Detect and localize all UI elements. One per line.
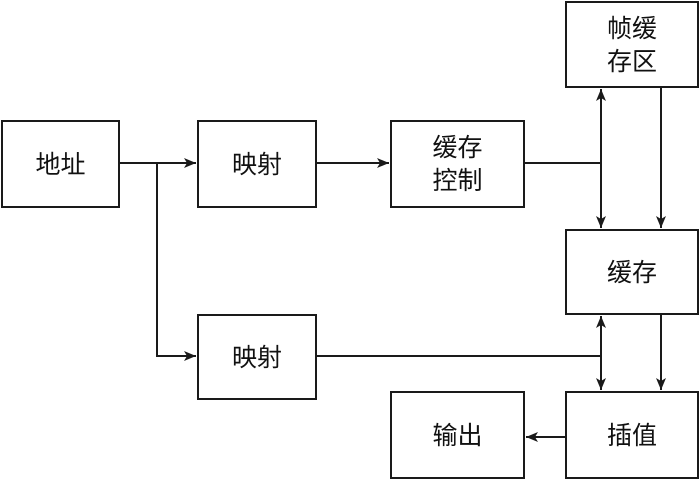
node-frame-buffer: 帧缓 存区	[565, 1, 699, 88]
node-map-bottom: 映射	[197, 314, 317, 400]
node-map-top: 映射	[197, 120, 317, 208]
node-output-label: 输出	[432, 421, 482, 450]
node-cache: 缓存	[565, 229, 699, 315]
connectors	[119, 87, 666, 442]
node-interpolation: 插值	[565, 391, 699, 479]
node-map-bottom-label: 映射	[232, 343, 282, 372]
node-output: 输出	[390, 391, 525, 479]
node-cache-control-label-line-2: 控制	[432, 166, 482, 195]
edge-address-to-map-bottom	[156, 163, 196, 361]
node-address: 地址	[1, 120, 120, 208]
node-map-top-label: 映射	[232, 150, 282, 179]
node-cache-label: 缓存	[607, 258, 657, 287]
node-interpolation-label: 插值	[607, 421, 657, 450]
node-address-label: 地址	[35, 150, 85, 179]
node-cache-control: 缓存 控制	[390, 120, 525, 208]
node-cache-control-label-line-1: 缓存	[432, 133, 482, 162]
node-frame-buffer-label-line-1: 帧缓	[607, 14, 657, 43]
node-frame-buffer-label-line-2: 存区	[607, 47, 657, 76]
